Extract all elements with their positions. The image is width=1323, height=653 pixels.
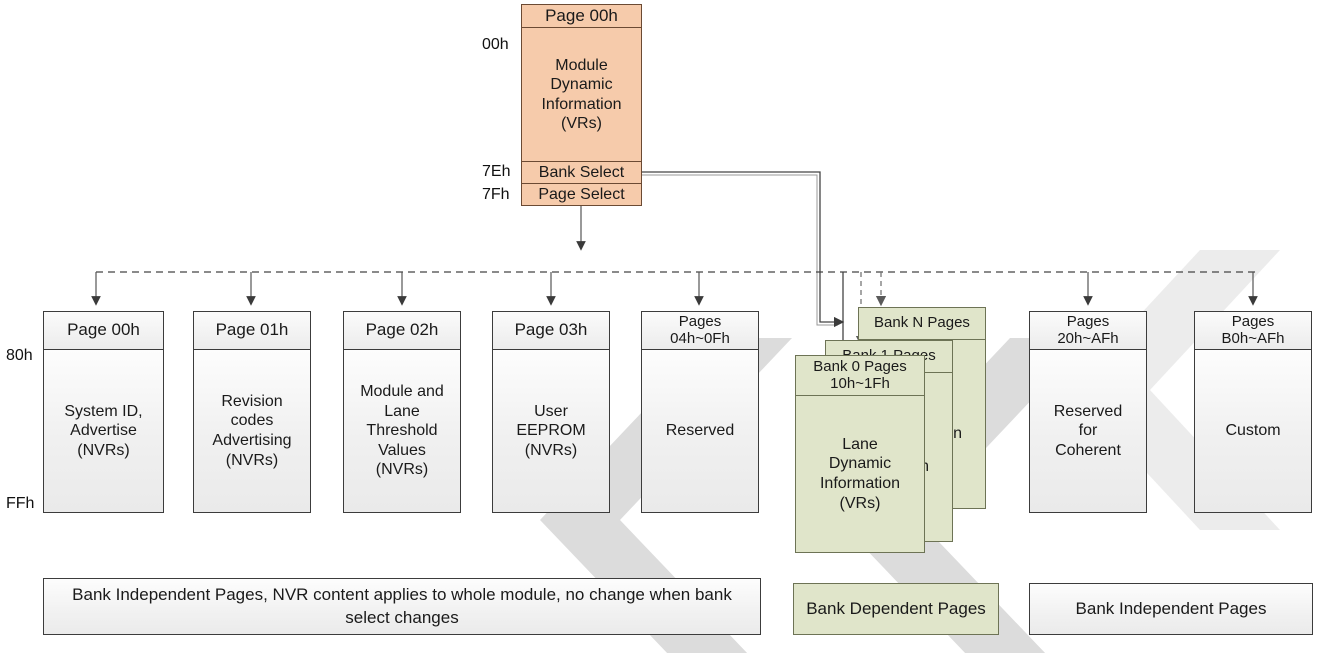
page-box-03h: Page 03h User EEPROM (NVRs) xyxy=(492,311,610,513)
page-box-body: Revision codes Advertising (NVRs) xyxy=(194,350,310,512)
page-box-01h: Page 01h Revision codes Advertising (NVR… xyxy=(193,311,311,513)
page-box-body: System ID, Advertise (NVRs) xyxy=(44,350,163,512)
page-box-body: Reserved for Coherent xyxy=(1030,350,1146,512)
bank-box-body: Lane Dynamic Information (VRs) xyxy=(796,396,924,552)
page-box-header: Page 01h xyxy=(194,312,310,350)
page-box-header: Page 00h xyxy=(44,312,163,350)
page-box-body: Reserved xyxy=(642,350,758,512)
page-box-04h-0Fh: Pages 04h~0Fh Reserved xyxy=(641,311,759,513)
page-box-02h: Page 02h Module and Lane Threshold Value… xyxy=(343,311,461,513)
bank-box-header: Bank N Pages xyxy=(859,308,985,340)
page-box-body: Module and Lane Threshold Values (NVRs) xyxy=(344,350,460,512)
page-select-row[interactable]: Page Select xyxy=(522,183,641,205)
addr-FFh: FFh xyxy=(6,495,35,512)
bank-box-0: Bank 0 Pages 10h~1Fh Lane Dynamic Inform… xyxy=(795,355,925,553)
page-box-header: Page 03h xyxy=(493,312,609,350)
addr-7Eh: 7Eh xyxy=(482,163,511,180)
page-box-header: Page 02h xyxy=(344,312,460,350)
addr-80h: 80h xyxy=(6,347,33,364)
lower-page-block: Page 00h Module Dynamic Information (VRs… xyxy=(521,4,642,206)
bank-box-header: Bank 0 Pages 10h~1Fh xyxy=(796,356,924,396)
page-box-20h-AFh: Pages 20h~AFh Reserved for Coherent xyxy=(1029,311,1147,513)
page-box-body: Custom xyxy=(1195,350,1311,512)
legend-bank-dependent: Bank Dependent Pages xyxy=(793,583,999,635)
page-box-00h: Page 00h System ID, Advertise (NVRs) xyxy=(43,311,164,513)
lower-page-header: Page 00h xyxy=(522,5,641,29)
page-select-label: Page Select xyxy=(538,185,625,203)
page-box-body: User EEPROM (NVRs) xyxy=(493,350,609,512)
bank-select-row[interactable]: Bank Select xyxy=(522,161,641,183)
page-box-header: Pages 04h~0Fh xyxy=(642,312,758,350)
addr-00h: 00h xyxy=(482,36,509,53)
bank-select-label: Bank Select xyxy=(538,163,625,181)
page-box-header: Pages 20h~AFh xyxy=(1030,312,1146,350)
legend-bank-independent-long: Bank Independent Pages, NVR content appl… xyxy=(43,578,761,635)
legend-bank-independent: Bank Independent Pages xyxy=(1029,583,1313,635)
addr-7Fh: 7Fh xyxy=(482,186,510,203)
page-box-header: Pages B0h~AFh xyxy=(1195,312,1311,350)
lower-page-body: Module Dynamic Information (VRs) xyxy=(522,28,641,161)
page-box-B0h-AFh: Pages B0h~AFh Custom xyxy=(1194,311,1312,513)
